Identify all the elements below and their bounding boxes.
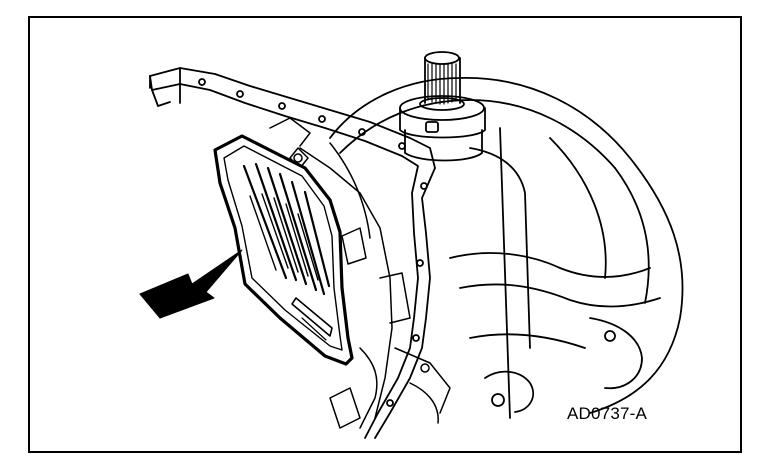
fluid-filter — [213, 134, 354, 366]
transmission-diagram — [139, 51, 684, 439]
arrow-pointer-icon — [139, 249, 243, 319]
input-shaft — [399, 51, 486, 162]
figure-frame: AD0737-A — [28, 16, 742, 453]
transmission-case — [329, 77, 684, 419]
valve-body — [269, 117, 451, 429]
figure-id-label: AD0737-A — [567, 404, 648, 423]
